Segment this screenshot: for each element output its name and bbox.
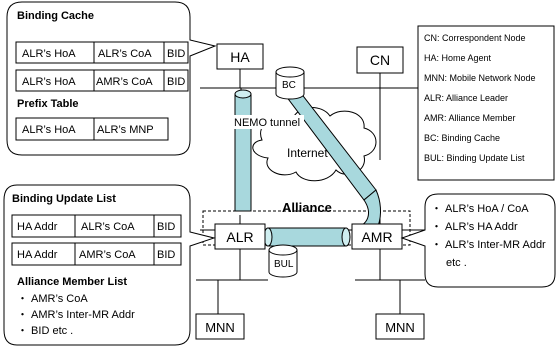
alliance-group — [202, 210, 411, 246]
bul-row1-col2: ALR’s CoA — [81, 221, 135, 233]
prefix-row-col2: ALR’s MNP — [97, 124, 154, 136]
bc-row1-col3: BID — [167, 48, 185, 60]
alliance-member-list-title: Alliance Member List — [17, 276, 127, 288]
node-mnn-left-label: MNN — [205, 320, 235, 335]
prefix-row-col1: ALR’s HoA — [22, 124, 76, 136]
binding-update-list-table — [11, 214, 182, 266]
nemo-tunnel-label-bg — [232, 115, 304, 129]
legend-item-ha: HA: Home Agent — [424, 53, 492, 63]
bc-row2-col1: ALR’s HoA — [22, 76, 76, 88]
binding-cache-title: Binding Cache — [17, 10, 94, 22]
node-mnn-right-label: MNN — [385, 320, 415, 335]
prefix-table — [15, 117, 169, 141]
legend-item-alr: ALR: Alliance Leader — [424, 93, 508, 103]
binding-update-list-title: Binding Update List — [12, 193, 116, 205]
member-item-2: ・ AMR’s Inter-MR Addr — [17, 309, 135, 321]
node-alr: ALR — [214, 223, 266, 250]
bc-label: BC — [282, 80, 296, 91]
legend-item-cn: CN: Correspondent Node — [424, 33, 526, 43]
internet-label: Internet — [287, 146, 328, 160]
nemo-tunnel-label: NEMO tunnel — [234, 117, 300, 129]
amr-info-item-3: ・ ALR’s Inter-MR Addr — [431, 239, 546, 251]
node-ha: HA — [216, 43, 264, 70]
node-amr: AMR — [351, 223, 403, 250]
bc-row2-col3: BID — [167, 76, 185, 88]
alliance-label: Alliance — [282, 200, 332, 215]
node-mnn-left: MNN — [195, 313, 245, 340]
amr-info-item-4: etc . — [446, 257, 467, 269]
legend-item-amr: AMR: Alliance Member — [424, 113, 516, 123]
legend-item-mnn: MNN: Mobile Network Node — [424, 73, 536, 83]
bul-row1-col3: BID — [157, 221, 175, 233]
binding-cache-callout — [6, 1, 217, 156]
legend-item-bul: BUL: Binding Update List — [424, 153, 525, 163]
binding-cache-table — [15, 41, 189, 92]
member-item-3: ・ BID etc . — [17, 325, 73, 337]
bc-database-icon — [275, 66, 305, 100]
bul-row1-col1: HA Addr — [17, 221, 58, 233]
node-cn-label: CN — [370, 52, 390, 68]
legend-box — [417, 25, 555, 181]
bul-row2-col1: HA Addr — [17, 249, 58, 261]
bul-label: BUL — [274, 259, 294, 270]
legend-item-bc: BC: Binding Cache — [424, 133, 500, 143]
node-mnn-right: MNN — [375, 313, 425, 340]
amr-info-item-1: ・ ALR’s HoA / CoA — [431, 203, 529, 215]
member-item-1: ・ AMR’s CoA — [17, 293, 88, 305]
node-amr-label: AMR — [361, 229, 392, 245]
bc-row2-col2: AMR’s CoA — [96, 76, 153, 88]
node-cn: CN — [356, 46, 404, 74]
bul-row2-col3: BID — [157, 249, 175, 261]
bc-row1-col2: ALR’s CoA — [98, 48, 152, 60]
bul-row2-col2: AMR’s CoA — [79, 249, 136, 261]
node-ha-label: HA — [230, 49, 250, 65]
bul-database-icon — [268, 244, 298, 278]
amr-info-callout — [400, 193, 556, 288]
prefix-table-title: Prefix Table — [17, 98, 79, 110]
bc-row1-col1: ALR’s HoA — [22, 48, 76, 60]
node-alr-label: ALR — [226, 229, 253, 245]
amr-info-item-2: ・ ALR’s HA Addr — [431, 221, 518, 233]
